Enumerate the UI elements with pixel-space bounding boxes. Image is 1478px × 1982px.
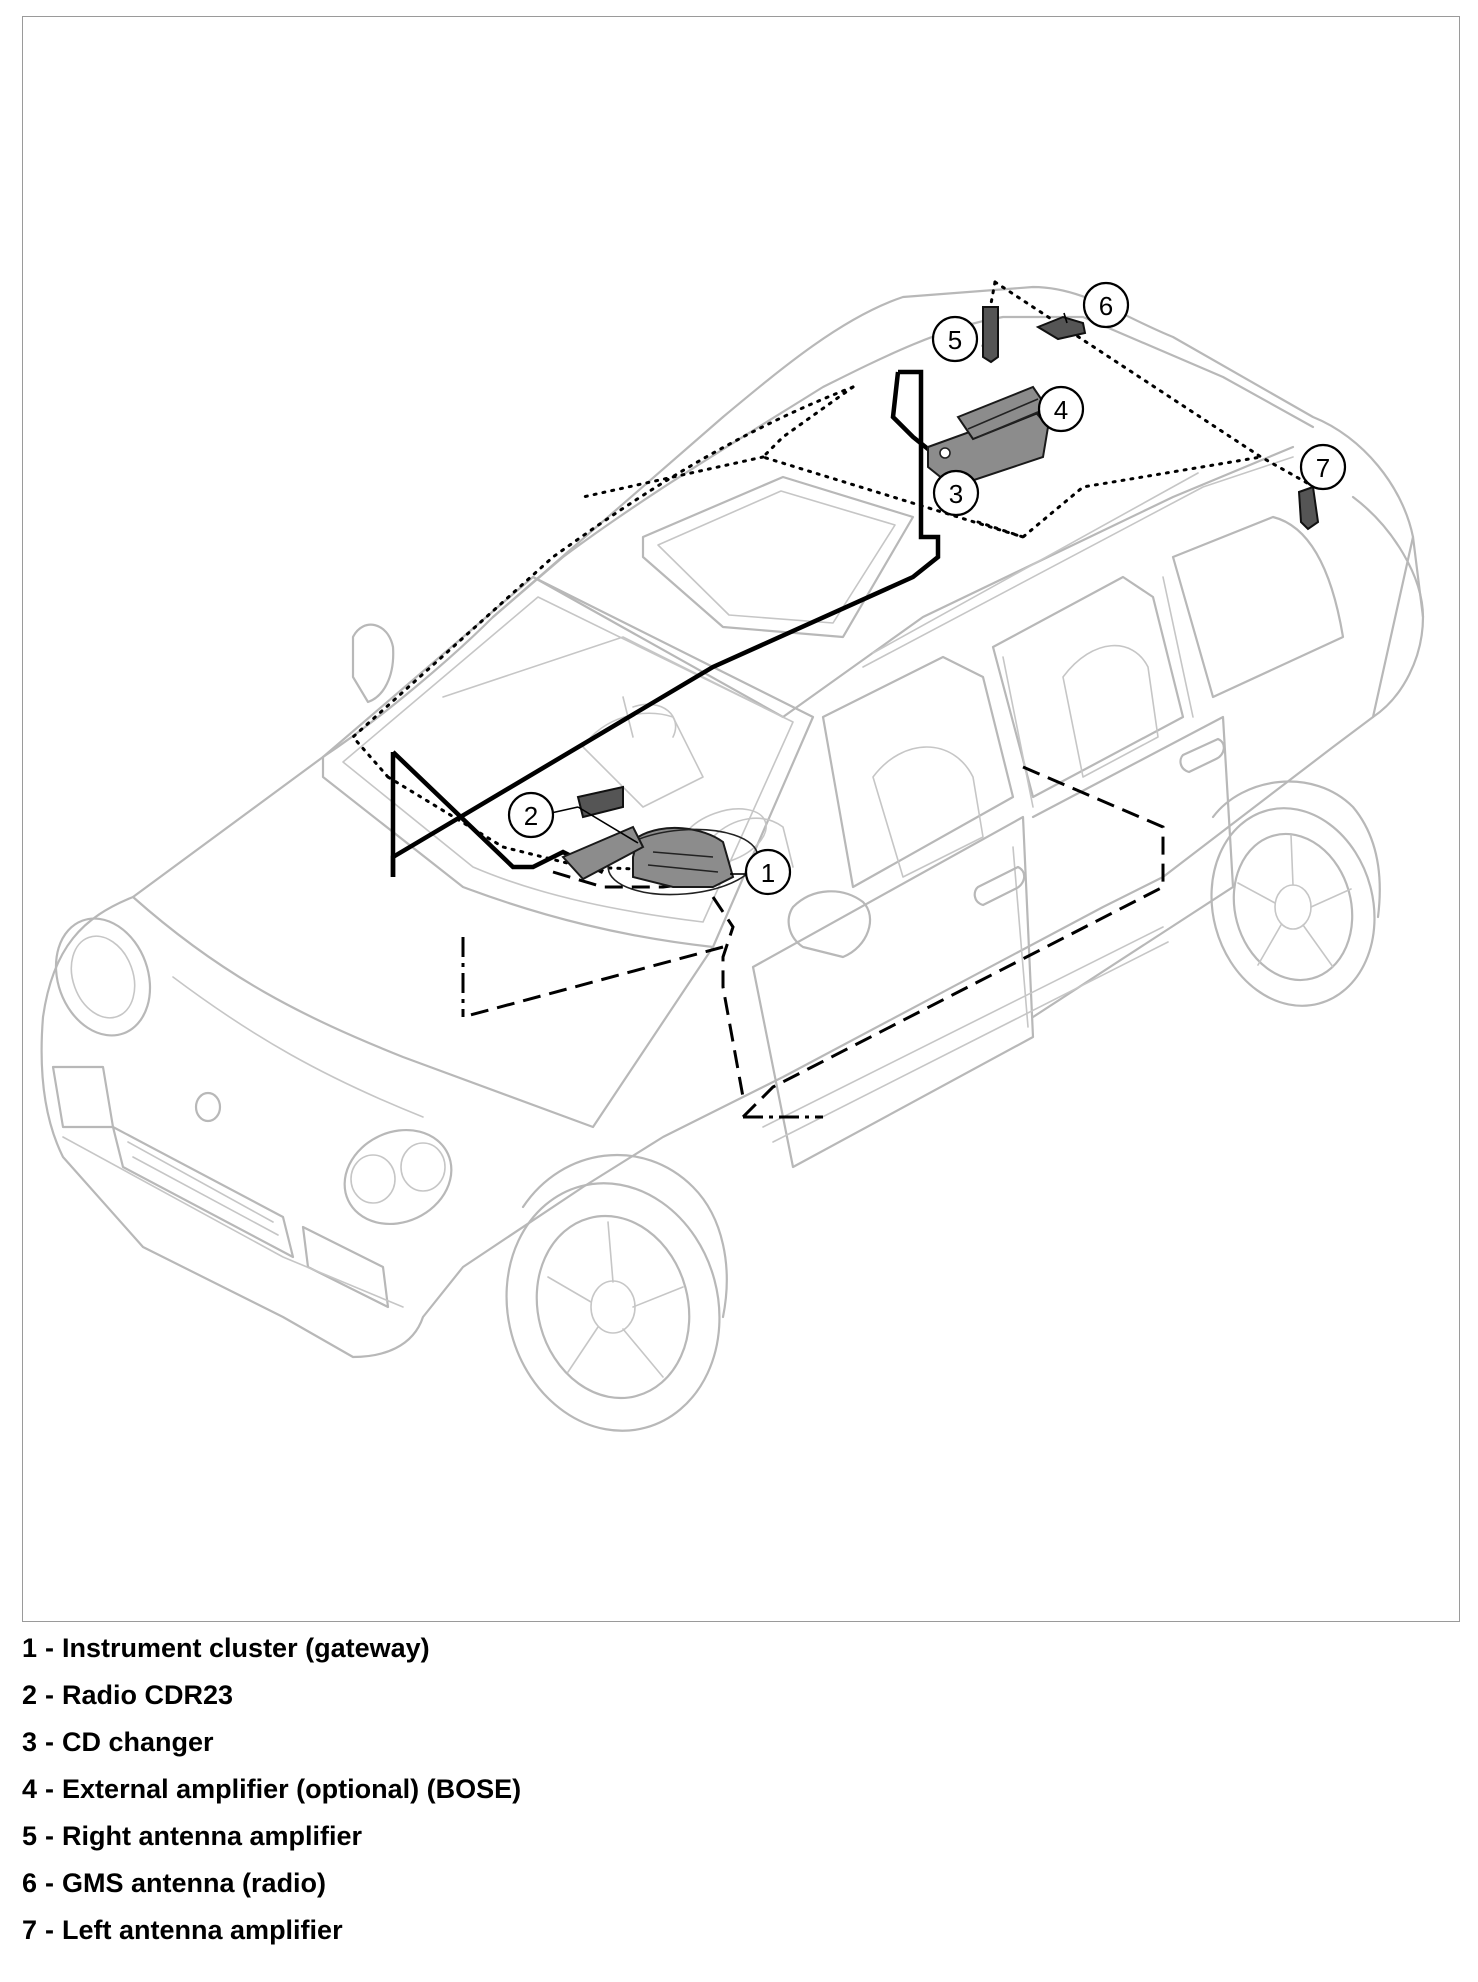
callout-3-number: 3 (949, 479, 963, 509)
legend-item: 6 - GMS antenna (radio) (22, 1860, 521, 1907)
left-antenna-amplifier (1297, 485, 1320, 531)
legend-item: 3 - CD changer (22, 1719, 521, 1766)
callout-leaders (550, 312, 1068, 875)
legend-number: 6 (22, 1868, 38, 1898)
callout-6: 6 (1082, 281, 1130, 329)
legend-item: 4 - External amplifier (optional) (BOSE) (22, 1766, 521, 1813)
radio (561, 785, 645, 881)
legend-separator: - (45, 1868, 55, 1898)
callout-2: 2 (507, 791, 555, 839)
legend-label: Instrument cluster (gateway) (62, 1633, 430, 1663)
vehicle-diagram: 1 2 3 4 5 6 7 (40, 280, 1425, 1432)
legend-label: Right antenna amplifier (62, 1821, 363, 1851)
legend-label: Radio CDR23 (62, 1680, 234, 1710)
legend-separator: - (45, 1633, 55, 1663)
callout-4-number: 4 (1054, 395, 1068, 425)
legend-label: GMS antenna (radio) (62, 1868, 327, 1898)
legend-label: External amplifier (optional) (BOSE) (62, 1774, 522, 1804)
right-antenna-amplifier (982, 306, 999, 364)
callout-7-number: 7 (1316, 453, 1330, 483)
callout-5: 5 (931, 315, 979, 363)
legend-separator: - (45, 1915, 55, 1945)
legend-number: 7 (22, 1915, 38, 1945)
legend-item: 5 - Right antenna amplifier (22, 1813, 521, 1860)
callout-6-number: 6 (1099, 291, 1113, 321)
callout-7: 7 (1299, 443, 1347, 491)
legend-item: 1 - Instrument cluster (gateway) (22, 1625, 521, 1672)
instrument-cluster (607, 826, 759, 896)
component-legend: 1 - Instrument cluster (gateway) 2 - Rad… (22, 1625, 521, 1954)
legend-number: 1 (22, 1633, 38, 1663)
legend-number: 5 (22, 1821, 38, 1851)
callout-3: 3 (932, 469, 980, 517)
legend-label: Left antenna amplifier (62, 1915, 343, 1945)
amplifier-and-cd-changer (927, 385, 1050, 489)
wiring (350, 280, 1311, 1119)
callout-5-number: 5 (948, 325, 962, 355)
diagram-frame: 1 2 3 4 5 6 7 (22, 16, 1460, 1622)
legend-label: CD changer (62, 1727, 214, 1757)
legend-number: 2 (22, 1680, 38, 1710)
legend-item: 2 - Radio CDR23 (22, 1672, 521, 1719)
callout-1-number: 1 (761, 858, 775, 888)
legend-separator: - (45, 1774, 55, 1804)
legend-separator: - (45, 1727, 55, 1757)
vehicle-outline (40, 285, 1425, 1432)
components (561, 306, 1320, 896)
legend-separator: - (45, 1821, 55, 1851)
callout-4: 4 (1037, 385, 1085, 433)
legend-number: 4 (22, 1774, 38, 1804)
callout-1: 1 (744, 848, 792, 896)
legend-number: 3 (22, 1727, 38, 1757)
callout-2-number: 2 (524, 801, 538, 831)
legend-separator: - (45, 1680, 55, 1710)
legend-item: 7 - Left antenna amplifier (22, 1907, 521, 1954)
gms-antenna (1035, 315, 1087, 341)
